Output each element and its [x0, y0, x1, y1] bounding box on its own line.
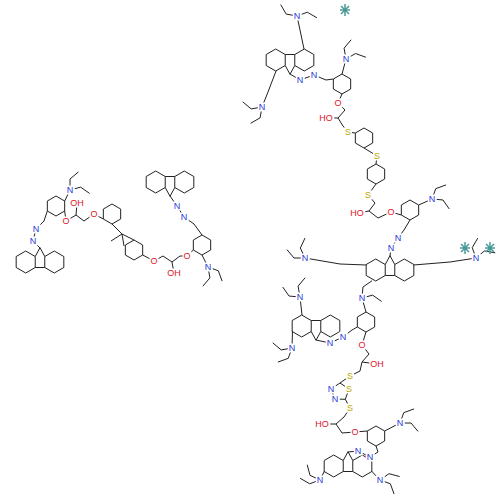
atom-label: N	[66, 186, 75, 195]
bond-line	[333, 74, 350, 94]
bond-line	[321, 315, 340, 337]
atom-label: N	[358, 294, 367, 303]
atom-label: OH	[69, 199, 85, 208]
bond-line	[316, 327, 357, 343]
atom-label: O	[149, 257, 158, 266]
bond-line	[266, 49, 285, 71]
bond-line	[35, 267, 45, 268]
atom-label: S	[346, 372, 354, 381]
atom-label: N	[29, 237, 38, 246]
bond-line	[343, 452, 353, 461]
bond-line	[305, 258, 367, 265]
atom-label: N	[354, 447, 363, 456]
atom-label: S	[345, 385, 353, 394]
bond-line	[311, 320, 321, 321]
atom-label: N	[472, 254, 481, 263]
bond-line	[16, 251, 35, 273]
atom-label: O	[386, 208, 395, 217]
atom-label: HO	[349, 209, 365, 218]
atom-label: N	[342, 55, 351, 64]
atom-label: N	[428, 195, 437, 204]
atom-label: O	[357, 341, 366, 350]
bond-line	[395, 259, 414, 281]
atom-label: N	[32, 225, 41, 234]
bond-line	[111, 234, 122, 241]
bond-line	[324, 455, 343, 477]
bond-line	[122, 234, 124, 246]
bond-line	[146, 171, 165, 193]
bond-line	[401, 200, 418, 220]
bond-line	[193, 235, 210, 255]
atom-label: N	[316, 476, 325, 485]
bond-line	[368, 184, 401, 218]
atom-label: N	[339, 333, 348, 342]
atom-label: O	[350, 428, 359, 437]
bond-line	[292, 315, 311, 337]
bond-line	[355, 128, 372, 148]
bond-line	[385, 256, 395, 265]
bond-line	[295, 49, 314, 71]
atom-label: N	[326, 339, 335, 348]
bond-line	[367, 164, 384, 184]
ion-marks	[340, 4, 495, 254]
atom-label: N	[296, 293, 305, 302]
atom-label: OH	[369, 360, 385, 369]
atom-label: N	[396, 419, 405, 428]
bond-line	[366, 259, 385, 281]
bond-line	[385, 275, 395, 276]
atom-label: O	[333, 99, 342, 108]
bond-line	[35, 248, 45, 257]
atom-label: N	[180, 213, 189, 222]
atom-label: OH	[166, 269, 182, 278]
bond-line	[170, 196, 202, 235]
bond-line	[414, 258, 477, 265]
atom-label: N	[258, 103, 267, 112]
bond-lines	[16, 5, 495, 495]
ion-mark	[340, 4, 350, 16]
atom-label: O	[182, 252, 191, 261]
atom-label: N	[288, 344, 297, 353]
bond-line	[343, 471, 353, 472]
atom-label: N	[310, 71, 319, 80]
ion-mark	[485, 242, 495, 254]
atom-label: O	[89, 210, 98, 219]
atom-label: N	[204, 263, 213, 272]
bond-line	[47, 196, 64, 216]
atom-label: N	[387, 244, 396, 253]
ion-mark	[460, 242, 470, 254]
bond-line	[103, 204, 120, 224]
bond-line	[125, 240, 142, 260]
bond-line	[285, 54, 295, 55]
bond-line	[357, 312, 374, 332]
atom-label: S	[364, 191, 372, 200]
atom-label: S	[346, 404, 354, 413]
bond-line	[285, 66, 295, 75]
atom-label: N	[376, 476, 385, 485]
atom-label: N	[331, 395, 340, 404]
atom-label: HO	[318, 114, 334, 123]
bond-line	[367, 426, 384, 446]
atom-label: HO	[314, 420, 330, 429]
bond-line	[45, 251, 64, 273]
atom-label: N	[173, 202, 182, 211]
atom-label: S	[344, 128, 352, 137]
atom-label: N	[293, 12, 302, 21]
atom-label: S	[373, 152, 381, 161]
bond-line	[165, 188, 175, 197]
bond-line	[165, 176, 175, 177]
atom-label: N	[296, 76, 305, 85]
atom-label: N	[366, 453, 375, 462]
bond-line	[175, 171, 194, 193]
bond-line	[311, 332, 321, 341]
atom-label: O	[61, 217, 70, 226]
atom-label: N	[394, 234, 403, 243]
bond-line	[297, 16, 304, 49]
atom-label: N	[327, 385, 336, 394]
atom-label: N	[301, 254, 310, 263]
